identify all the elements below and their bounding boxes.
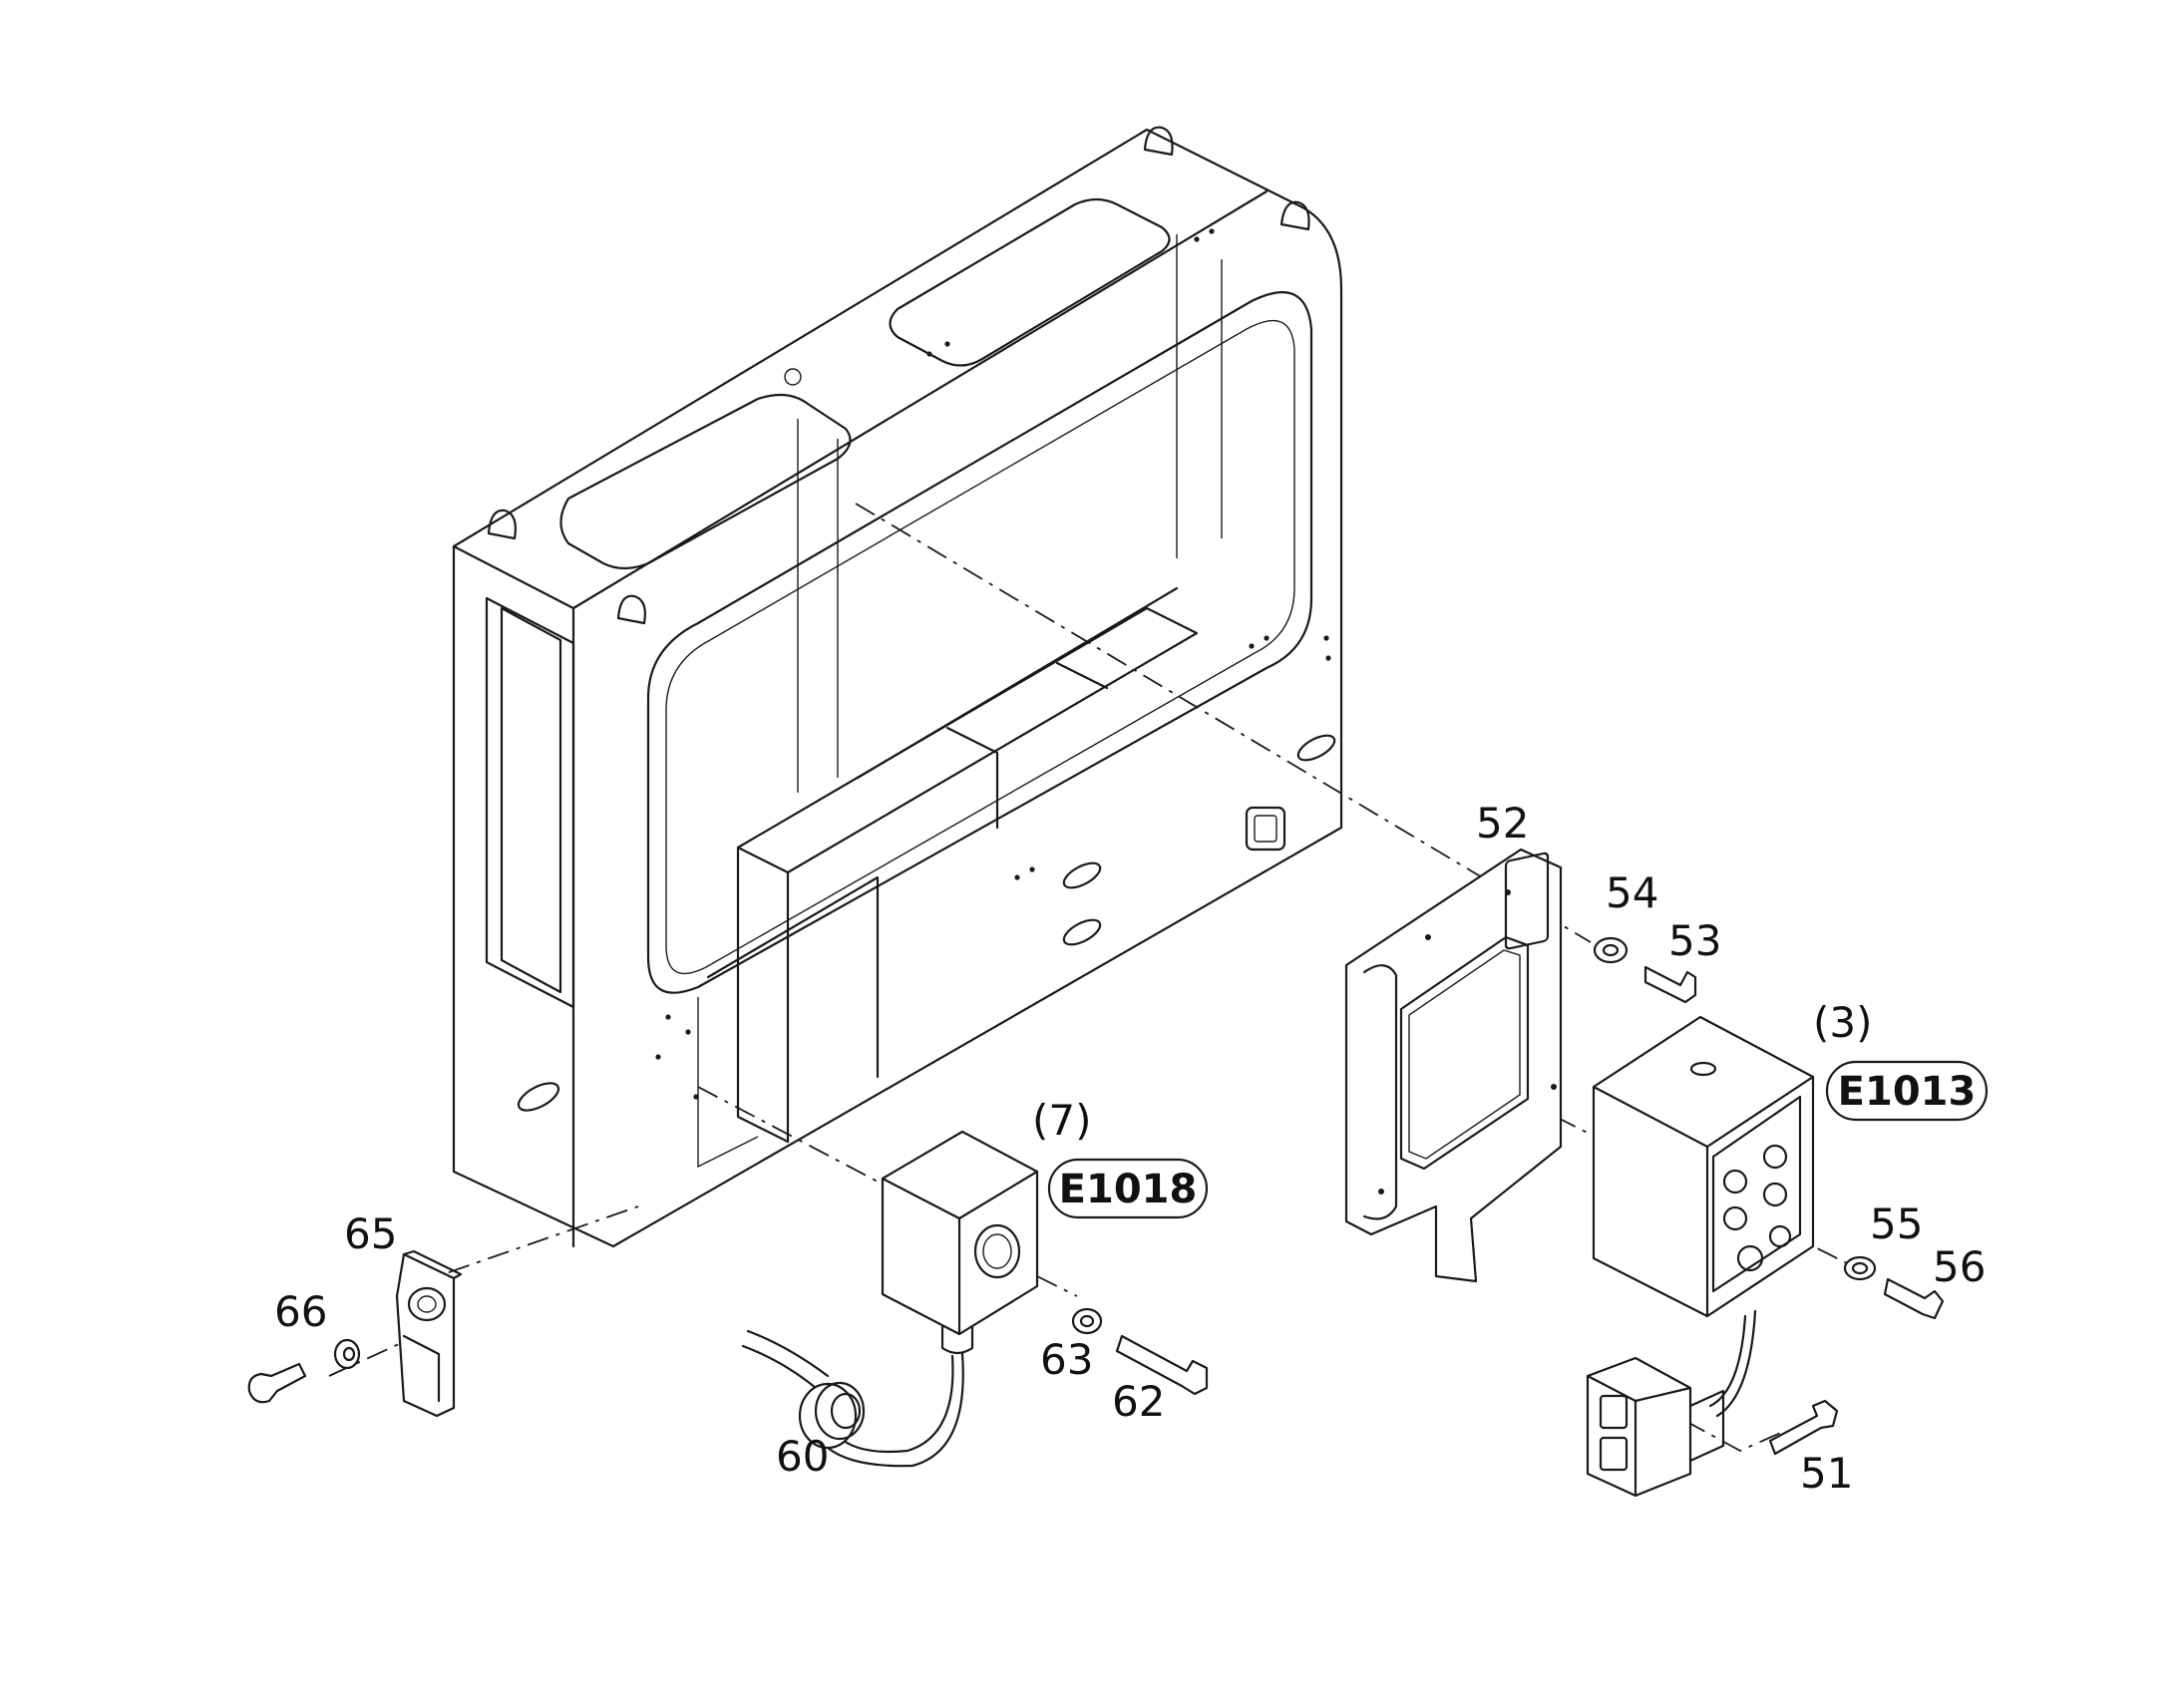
hardware [247, 936, 1945, 1456]
mounting-plate-52 [1344, 848, 1563, 1283]
ref-badge-e1013 [1825, 1060, 1989, 1122]
ref-code-e1013: E1013 [1838, 1069, 1977, 1115]
connector-socket [1586, 1356, 1725, 1498]
part-label-60: 60 [776, 1432, 829, 1481]
part-label-53: 53 [1668, 916, 1721, 965]
part-label-63: 63 [1040, 1335, 1093, 1384]
rivet-dots [655, 228, 1331, 1100]
part-label-62: 62 [1112, 1377, 1165, 1426]
pushbutton-box-e1018 [741, 1130, 1039, 1468]
grommet-60 [798, 1381, 866, 1450]
qty-label-e1018: (7) [1032, 1096, 1092, 1145]
assembly-ref-e1013: (3) E1013 [1813, 998, 1989, 1122]
part-label-56: 56 [1933, 1242, 1986, 1291]
ref-badge-e1018 [1047, 1158, 1209, 1219]
assembly-ref-e1018: (7) E1018 [1032, 1096, 1209, 1219]
main-frame [452, 126, 1343, 1248]
part-label-54: 54 [1606, 868, 1658, 917]
part-label-55: 55 [1870, 1199, 1923, 1248]
part-label-52: 52 [1476, 799, 1529, 848]
qty-label-e1013: (3) [1813, 998, 1873, 1047]
ref-code-e1018: E1018 [1059, 1167, 1198, 1212]
control-box-e1013 [1592, 1015, 1815, 1418]
part-label-66: 66 [274, 1287, 327, 1336]
part-labels: 52 54 53 55 56 51 63 62 60 65 66 [274, 799, 1986, 1498]
part-label-51: 51 [1800, 1449, 1853, 1498]
part-label-65: 65 [344, 1209, 397, 1258]
